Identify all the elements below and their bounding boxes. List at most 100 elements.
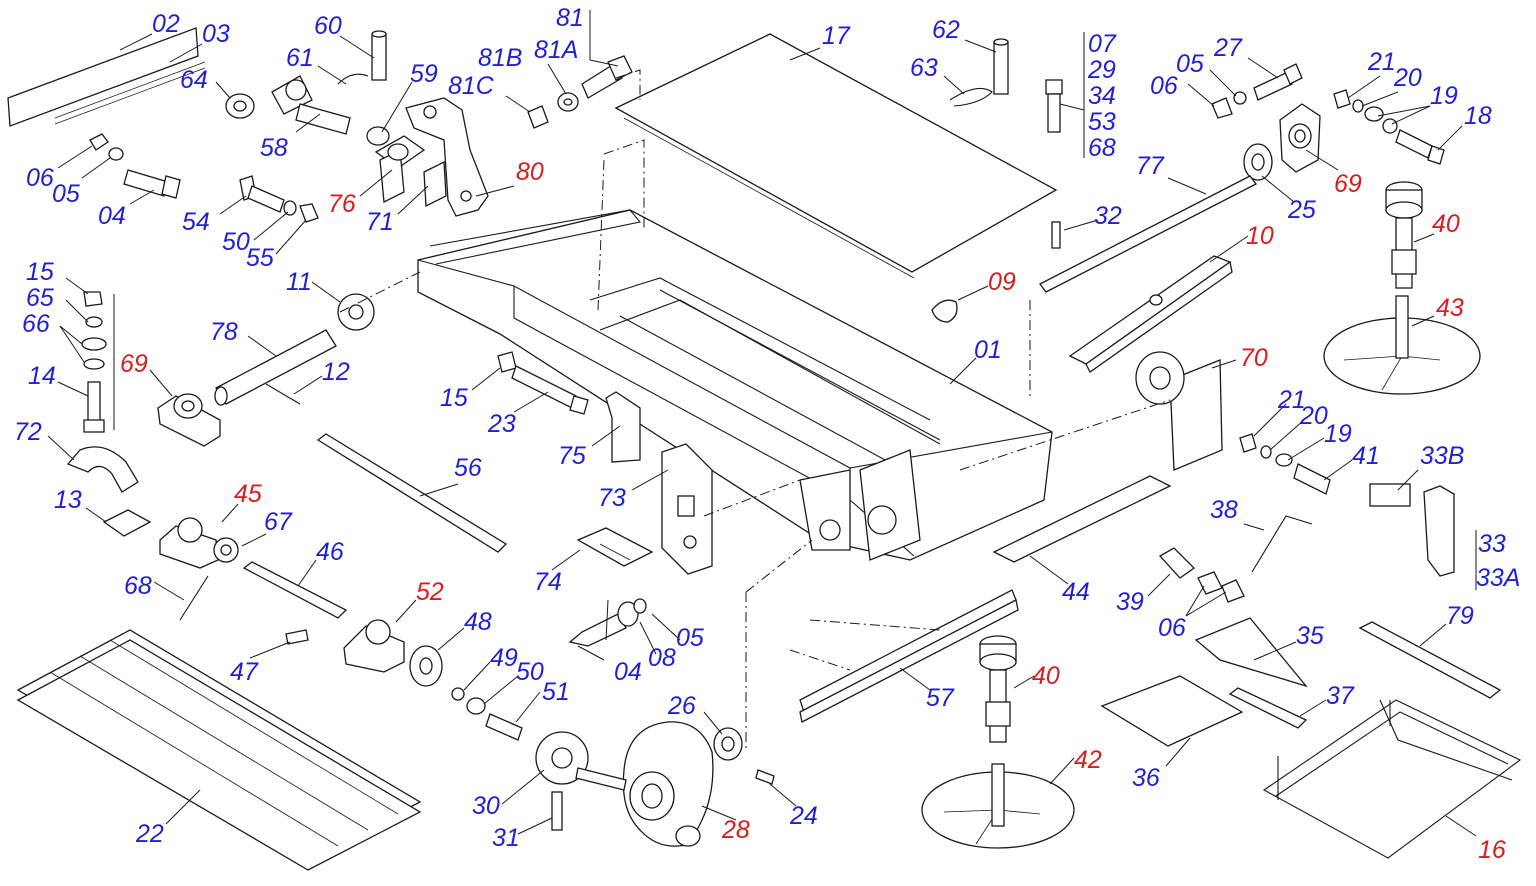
label-06: 06 xyxy=(26,164,54,192)
part-rotor-shaft-40-top xyxy=(1385,181,1423,289)
label-05-right: 05 xyxy=(1176,50,1204,78)
label-81: 81 xyxy=(556,4,584,32)
part-bolt-39 xyxy=(1158,547,1245,603)
label-07: 07 xyxy=(1088,30,1117,58)
part-deflector-35 xyxy=(1194,617,1308,688)
label-29: 29 xyxy=(1087,56,1116,84)
label-40-top: 40 xyxy=(1432,210,1460,238)
part-bolt-23 xyxy=(497,351,589,415)
label-02: 02 xyxy=(152,10,180,38)
label-03: 03 xyxy=(202,20,230,48)
part-bolt-41 xyxy=(1239,433,1331,495)
label-47: 47 xyxy=(230,658,259,686)
label-75: 75 xyxy=(558,442,586,470)
part-chain-conveyor-22 xyxy=(16,629,422,871)
label-66: 66 xyxy=(22,310,50,338)
label-13: 13 xyxy=(54,486,82,514)
label-67: 67 xyxy=(264,508,293,536)
label-52: 52 xyxy=(416,578,444,606)
label-37: 37 xyxy=(1326,682,1355,710)
part-pulley-25 xyxy=(1243,143,1273,181)
part-plate-44 xyxy=(992,475,1172,563)
label-54: 54 xyxy=(182,208,210,236)
label-18: 18 xyxy=(1464,102,1492,130)
label-40-lower: 40 xyxy=(1032,662,1060,690)
label-39: 39 xyxy=(1116,588,1144,616)
label-44: 44 xyxy=(1062,578,1090,606)
label-10: 10 xyxy=(1246,222,1274,250)
part-disc-43 xyxy=(1323,295,1481,395)
part-shaft-56 xyxy=(316,433,508,553)
part-sprocket-67 xyxy=(213,537,239,563)
part-bracket-75 xyxy=(605,391,641,463)
label-70: 70 xyxy=(1240,344,1268,372)
label-58: 58 xyxy=(260,134,288,162)
leader-lines xyxy=(47,10,1477,837)
part-plate-71 xyxy=(423,160,447,208)
label-31: 31 xyxy=(492,824,520,852)
part-plate-36 xyxy=(1100,675,1244,747)
part-input-shaft xyxy=(575,767,627,791)
label-81a: 81A xyxy=(534,36,578,64)
part-shaft-77 xyxy=(1039,175,1257,293)
label-79: 79 xyxy=(1446,602,1474,630)
label-32: 32 xyxy=(1094,202,1122,230)
label-74: 74 xyxy=(534,568,562,596)
part-sprocket-30 xyxy=(535,731,589,785)
label-17: 17 xyxy=(822,22,851,50)
label-20-mid: 20 xyxy=(1299,402,1328,430)
label-64: 64 xyxy=(180,66,208,94)
part-rotor-shaft-40-bottom xyxy=(979,635,1017,743)
part-angle-bar-57 xyxy=(799,589,1019,723)
label-28: 28 xyxy=(721,816,750,844)
part-gearbox-28 xyxy=(622,721,714,847)
label-50-lower: 50 xyxy=(516,658,544,686)
label-27: 27 xyxy=(1213,34,1243,62)
part-bracket-80 xyxy=(405,97,489,217)
label-21-top: 21 xyxy=(1367,48,1396,76)
label-12: 12 xyxy=(322,358,350,386)
label-14: 14 xyxy=(28,362,56,390)
label-42: 42 xyxy=(1074,746,1102,774)
part-pillow-block-69 xyxy=(157,393,221,447)
label-20-top: 20 xyxy=(1393,64,1422,92)
label-15-left: 15 xyxy=(26,258,54,286)
label-23: 23 xyxy=(487,410,516,438)
part-bolt-07 xyxy=(1045,79,1063,133)
label-11: 11 xyxy=(286,268,312,296)
part-bolt-51 xyxy=(451,687,523,741)
label-41: 41 xyxy=(1352,442,1380,470)
part-pulley-48 xyxy=(409,645,443,687)
centre-lines xyxy=(339,69,1171,750)
label-63: 63 xyxy=(910,54,938,82)
part-sprocket-11 xyxy=(337,293,375,331)
label-77: 77 xyxy=(1136,152,1165,180)
part-bolt-04 xyxy=(89,133,181,199)
part-rod-37 xyxy=(1228,687,1308,729)
part-pin-32 xyxy=(1051,221,1061,249)
label-16: 16 xyxy=(1478,836,1506,864)
part-key-47 xyxy=(285,629,309,645)
label-72: 72 xyxy=(14,418,42,446)
label-06-right: 06 xyxy=(1150,72,1178,100)
label-57: 57 xyxy=(926,684,955,712)
label-73: 73 xyxy=(598,484,626,512)
label-50-top: 50 xyxy=(222,228,250,256)
label-05: 05 xyxy=(52,180,80,208)
part-crank-38 xyxy=(1251,515,1313,573)
label-81c: 81C xyxy=(448,72,495,100)
part-bolt-54 xyxy=(239,175,319,223)
label-38: 38 xyxy=(1210,496,1238,524)
part-bar-79 xyxy=(1358,621,1502,699)
label-06-lower: 06 xyxy=(1158,614,1186,642)
label-69-left: 69 xyxy=(120,350,148,378)
part-bolt-14 xyxy=(81,291,107,433)
label-68-left: 68 xyxy=(124,572,152,600)
label-04-lower: 04 xyxy=(614,658,642,686)
part-bolt-27 xyxy=(1211,63,1303,119)
label-19-mid: 19 xyxy=(1324,420,1352,448)
label-48: 48 xyxy=(464,608,492,636)
label-35: 35 xyxy=(1296,622,1324,650)
label-08: 08 xyxy=(648,644,676,672)
part-bracket-74 xyxy=(576,527,654,567)
